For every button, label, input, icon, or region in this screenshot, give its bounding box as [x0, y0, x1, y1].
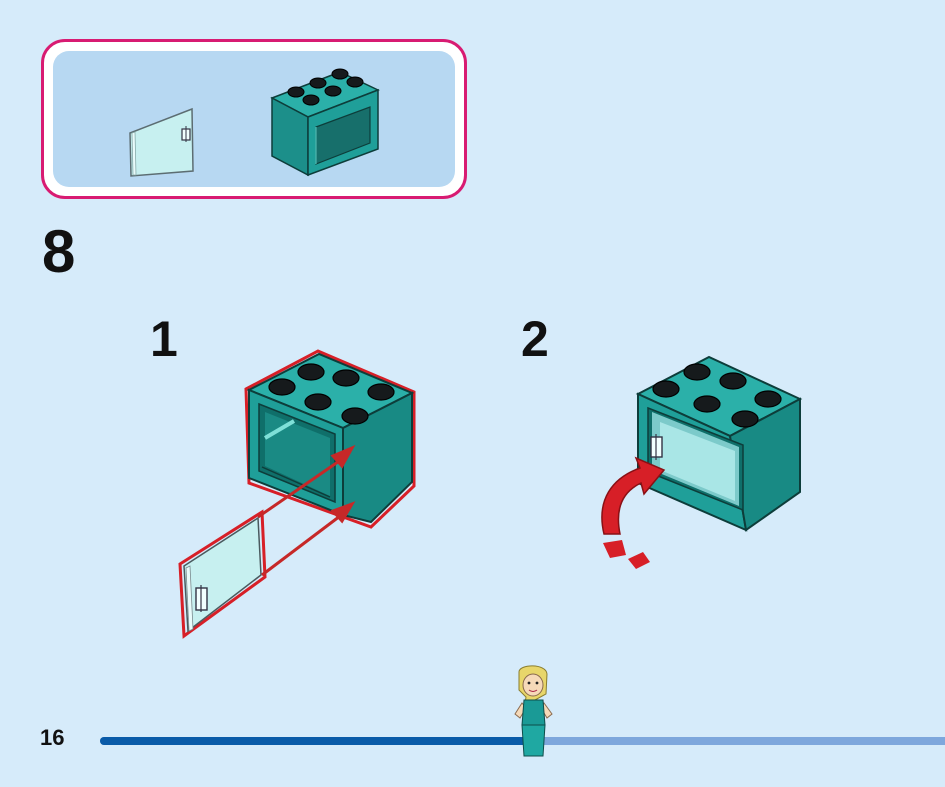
- rotation-arrow-icon: [601, 456, 666, 569]
- highlight-outline: [244, 349, 416, 529]
- progress-bar-fill: [100, 737, 531, 745]
- assembly-arrow-icon: [257, 444, 356, 577]
- door-outline: [178, 509, 267, 639]
- parts-list-panel: [53, 51, 455, 187]
- page-number: 16: [40, 725, 65, 750]
- sub-step-2-label: 2: [521, 311, 549, 367]
- step-number: 8: [42, 218, 76, 285]
- progress-bar: [100, 737, 945, 745]
- sub-step-1-label: 1: [150, 311, 178, 367]
- parts-list-box: [41, 39, 467, 199]
